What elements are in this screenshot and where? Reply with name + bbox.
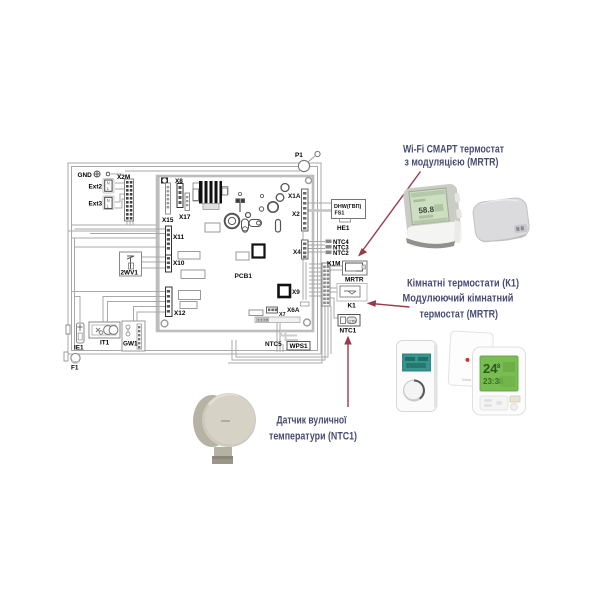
svg-text:GW1: GW1 — [123, 341, 138, 348]
svg-text:X15: X15 — [162, 217, 174, 224]
svg-text:PCB1: PCB1 — [235, 273, 253, 280]
svg-text:NTC3: NTC3 — [333, 245, 349, 251]
svg-text:CTN: CTN — [349, 320, 357, 324]
svg-text:GND: GND — [78, 172, 93, 179]
svg-text:NTC5: NTC5 — [265, 341, 282, 348]
svg-text:24: 24 — [483, 361, 498, 376]
svg-text:FS1: FS1 — [335, 211, 345, 217]
svg-text:23:38: 23:38 — [483, 377, 504, 386]
svg-text:X8: X8 — [175, 178, 183, 185]
svg-text:X10: X10 — [173, 260, 185, 267]
svg-text:X2M: X2M — [117, 174, 130, 181]
svg-text:K1M: K1M — [327, 261, 341, 268]
svg-text:N: N — [107, 181, 110, 186]
svg-text:8: 8 — [497, 364, 501, 370]
svg-text:X12: X12 — [174, 310, 186, 317]
svg-text:Модулюючий кімнатний: Модулюючий кімнатний — [403, 293, 514, 305]
svg-text:NTC4: NTC4 — [333, 240, 349, 246]
svg-text:Wi-Fi СМАРТ термостат: Wi-Fi СМАРТ термостат — [403, 144, 504, 156]
svg-text:IE1: IE1 — [74, 345, 84, 352]
svg-text:MRTR: MRTR — [345, 277, 364, 284]
svg-text:NTC1: NTC1 — [340, 328, 357, 335]
svg-text:P1: P1 — [295, 152, 303, 159]
svg-text:з модуляцією (MRTR): з модуляцією (MRTR) — [405, 157, 499, 169]
svg-text:X11: X11 — [173, 234, 184, 241]
svg-text:58.8: 58.8 — [418, 205, 435, 216]
svg-text:N: N — [107, 198, 110, 203]
svg-text:термостат (MRTR): термостат (MRTR) — [420, 309, 499, 321]
svg-text:X2: X2 — [292, 211, 300, 218]
svg-text:X17: X17 — [179, 214, 191, 221]
svg-text:температури (NTC1): температури (NTC1) — [269, 431, 357, 443]
svg-text:NTC2: NTC2 — [333, 251, 349, 257]
svg-text:K1: K1 — [348, 303, 357, 310]
svg-text:Кімнатні термостати (К1): Кімнатні термостати (К1) — [407, 278, 519, 290]
svg-text:L: L — [107, 186, 110, 191]
svg-text:2WV1: 2WV1 — [121, 270, 139, 277]
svg-text:X1A: X1A — [288, 193, 301, 200]
svg-text:Датчик вуличної: Датчик вуличної — [277, 415, 348, 427]
svg-text:X9: X9 — [292, 289, 300, 296]
svg-text:L: L — [107, 203, 110, 208]
svg-text:X7: X7 — [279, 312, 286, 318]
svg-text:DHW(ГВП): DHW(ГВП) — [334, 204, 361, 210]
svg-text:Ext3: Ext3 — [89, 201, 103, 208]
svg-text:HE1: HE1 — [337, 225, 350, 232]
svg-text:Ext2: Ext2 — [89, 184, 103, 191]
svg-text:X6A: X6A — [287, 307, 300, 314]
svg-text:WPS1: WPS1 — [290, 343, 309, 350]
svg-text:F1: F1 — [71, 365, 79, 372]
svg-text:X4: X4 — [293, 249, 301, 256]
svg-text:IT1: IT1 — [100, 340, 110, 347]
